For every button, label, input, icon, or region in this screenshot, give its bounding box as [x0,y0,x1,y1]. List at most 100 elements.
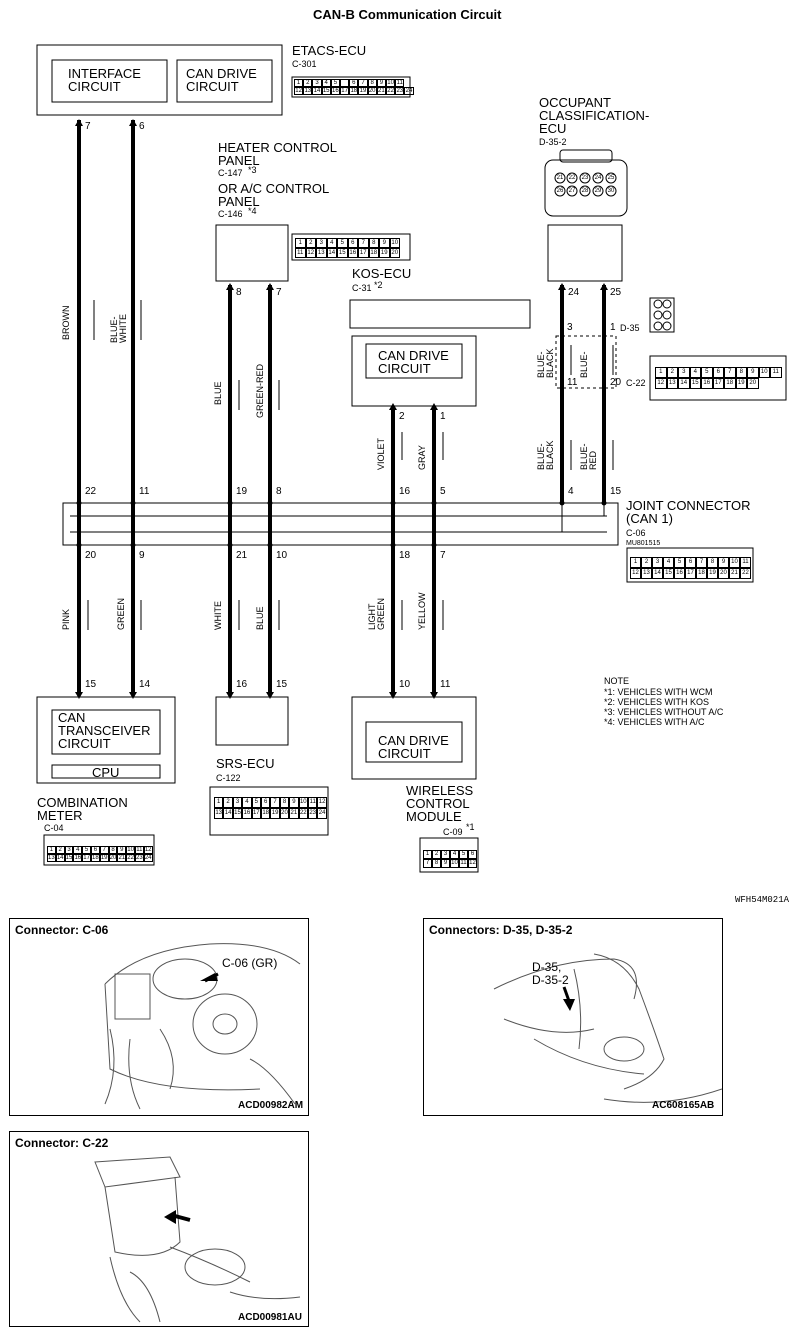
connector-cavity: 5 [459,850,468,859]
joint-pin: 19 [236,486,248,497]
wire-label-green: GREEN [116,597,126,630]
connector-cavity: 2 [303,79,313,87]
connector-cavity: 29 [594,188,602,194]
connector-cavity: 22 [386,87,396,95]
connector-cavity: 14 [55,854,65,862]
connector-cavity: 20 [108,854,118,862]
diagram-code: WFH54M021A [735,895,790,905]
connector-cavity: 19 [99,854,109,862]
meter-name: COMBINATION METER [37,795,128,823]
connector-cavity: 8 [432,859,441,868]
connector-cavity: 10 [450,859,459,868]
occupant-ecu-box [547,224,623,282]
photo-label: Connectors: D-35, D-35-2 [429,923,573,937]
meter-pin-left: 15 [85,679,97,690]
etacs-ecu-box [36,44,283,116]
photo-label: Connector: C-06 [15,923,109,937]
connector-cavity: 7 [358,79,368,87]
connector-cavity: 12 [317,797,327,808]
kos-can-drive-label: CAN DRIVE CIRCUIT [378,348,449,376]
connector-cavity: 3 [316,238,327,248]
meter-connector-shape [43,834,155,866]
connector-cavity: 23 [395,87,405,95]
connector-cavity: 21 [117,854,127,862]
connector-cavity: 9 [117,846,127,854]
d35-connector-box [555,335,617,389]
connector-cavity: 9 [441,859,450,868]
console-illustration [94,1156,301,1323]
connector-cavity: 23 [308,808,318,819]
connector-cavity: 16 [73,854,83,862]
joint-pin: 15 [610,486,622,497]
connector-cavity: 12 [630,568,641,579]
heater-name: HEATER CONTROL PANEL [218,140,337,168]
joint-connector-shape [626,547,754,583]
connector-cavity: 5 [330,79,340,87]
meter-pin-right: 14 [139,679,151,690]
photo-callout: C-06 (GR) [222,956,278,970]
joint-part-number: MU801515 [626,540,661,547]
connector-cavity: 4 [321,79,331,87]
srs-connector-label: C-122 [216,773,241,783]
connector-cavity: 26 [556,188,564,194]
wcm-can-drive-label: CAN DRIVE CIRCUIT [378,733,449,761]
connector-cavity: 3 [441,850,450,859]
connector-cavity: 8 [367,79,377,87]
kos-name: KOS-ECU [352,266,412,281]
connector-cavity: 7 [358,238,369,248]
etacs-can-drive-box [176,59,273,103]
connector-cavity: 19 [707,568,718,579]
joint-pin: 4 [568,486,574,497]
connector-cavity: 12 [143,846,153,854]
connector-cavity: 25 [607,175,615,181]
connector-cavity: 5 [701,367,713,378]
connector-cavity: 14 [223,808,233,819]
connector-cavity: 15 [64,854,74,862]
connector-cavity: 17 [712,378,724,389]
connector-cavity: 3 [64,846,74,854]
connector-cavity: 5 [337,238,348,248]
meter-cpu-label: CPU [92,765,120,780]
connector-cavity: 18 [261,808,271,819]
wire-label-blue-black-mid: BLUE- BLACK [536,348,555,378]
connector-cavity: 2 [55,846,65,854]
joint-connector-box [62,502,619,546]
occupant-pin-right: 25 [610,287,622,298]
joint-pin: 16 [399,486,411,497]
connector-cavity: 17 [251,808,261,819]
wire-label-brown: BROWN [61,305,71,341]
note-item: *3: VEHICLES WITHOUT A/C [604,707,724,717]
wire-label-blue-white: BLUE- WHITE [109,314,128,343]
connector-cavity: 3 [678,367,690,378]
connector-cavity: 13 [666,378,678,389]
note-item: *2: VEHICLES WITH KOS [604,697,710,707]
connector-cavity: 19 [379,248,390,258]
connector-cavity: 9 [747,367,759,378]
connector-cavity: 22 [568,175,576,181]
connector-cavity: 5 [251,797,261,808]
connector-cavity: 23 [581,175,589,181]
joint-pin: 5 [440,486,446,497]
connector-cavity: 15 [321,87,331,95]
note-item: *1: VEHICLES WITH WCM [604,687,713,697]
etacs-interface-box [51,59,168,103]
connector-cavity: 16 [701,378,713,389]
wire-label-light-green: LIGHT GREEN [367,597,386,630]
connector-cavity: 22 [126,854,135,862]
photo-panel-c22: Connector: C-22 ACD00981AU [9,1131,309,1327]
connector-cavity: 15 [663,568,674,579]
connector-cavity: 18 [724,378,736,389]
connector-cavity: 6 [685,557,696,568]
photo-panel-d35: Connectors: D-35, D-35-2 D-35, D-35-2 AC… [423,918,723,1116]
connector-cavity: 2 [305,238,316,248]
connector-cavity: 7 [99,846,109,854]
meter-transceiver-label: CAN TRANSCEIVER CIRCUIT [58,710,151,751]
connector-cavity: 16 [347,248,358,258]
etacs-pin-left: 7 [85,121,91,132]
c22-pin-left: 11 [567,377,578,388]
wire-label-blue: BLUE [213,381,223,405]
srs-pin-right: 15 [276,679,288,690]
connector-cavity: 12 [655,378,667,389]
connector-cavity: 2 [641,557,652,568]
connector-cavity: 6 [347,238,358,248]
